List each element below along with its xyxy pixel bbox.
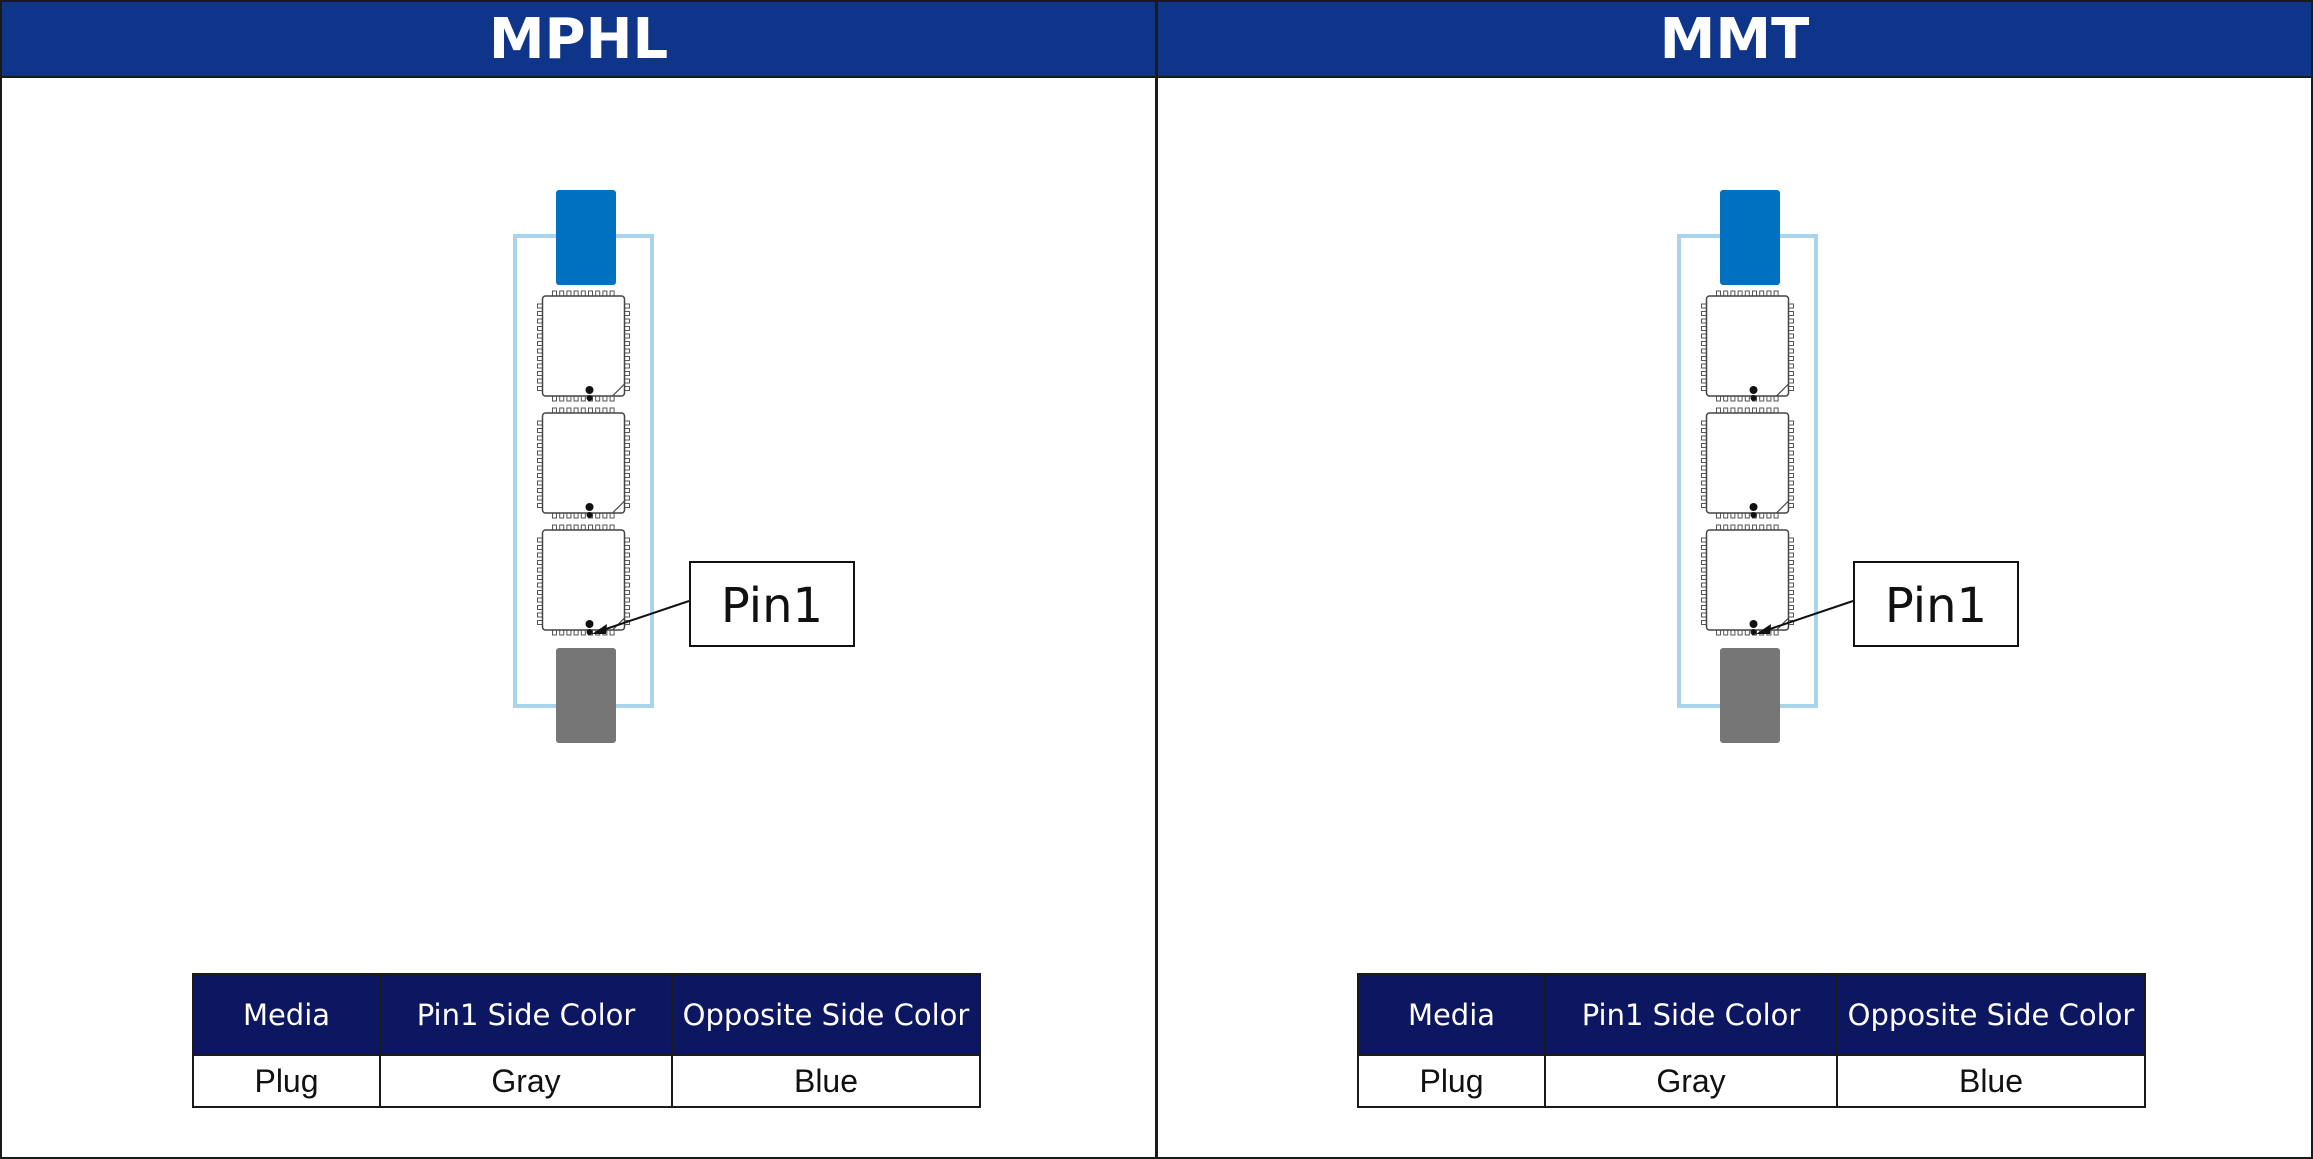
- table-cell: Gray: [1544, 1054, 1838, 1108]
- table-header-cell: Media: [1357, 973, 1546, 1056]
- table-cell: Gray: [379, 1054, 673, 1108]
- chip-stack: [537, 290, 630, 636]
- table-cell: Plug: [192, 1054, 381, 1108]
- pin1-dot-icon: [1749, 503, 1758, 511]
- gray-connector-end: [556, 648, 616, 743]
- pin1-callout-label: Pin1: [721, 578, 823, 634]
- chip-icon: [1701, 524, 1794, 636]
- media-color-table: Media Pin1 Side Color Opposite Side Colo…: [192, 973, 981, 1108]
- panel-mmt: MMT Pin1 Media Pin1 Side Color Opposite …: [1156, 0, 2313, 1159]
- pin1-callout-label: Pin1: [1885, 578, 1987, 634]
- table-row: Plug Gray Blue: [192, 1054, 981, 1108]
- table-header-row: Media Pin1 Side Color Opposite Side Colo…: [192, 973, 981, 1056]
- pin1-dot-icon: [586, 395, 593, 401]
- chip-stack: [1701, 290, 1794, 636]
- gray-connector-end: [1720, 648, 1780, 743]
- media-color-table: Media Pin1 Side Color Opposite Side Colo…: [1357, 973, 2146, 1108]
- pin1-dot-icon: [1749, 620, 1758, 628]
- chip-icon: [1701, 290, 1794, 402]
- table-cell: Blue: [671, 1054, 981, 1108]
- callout-leader: [599, 600, 690, 632]
- table-header-cell: Opposite Side Color: [671, 973, 981, 1056]
- pin1-dot-icon: [585, 386, 594, 394]
- panel-title: MMT: [1158, 2, 2311, 78]
- table-cell: Blue: [1836, 1054, 2146, 1108]
- pin1-dot-icon: [1750, 395, 1757, 401]
- pin1-dot-icon: [585, 503, 594, 511]
- blue-connector-end: [556, 190, 616, 285]
- table-row: Plug Gray Blue: [1357, 1054, 2146, 1108]
- table-header-cell: Opposite Side Color: [1836, 973, 2146, 1056]
- chip-icon: [537, 407, 630, 519]
- panel-title: MPHL: [2, 2, 1155, 78]
- callout-arrowhead: [592, 624, 607, 634]
- pin1-dot-icon: [1750, 512, 1757, 518]
- pin1-dot-icon: [1750, 629, 1757, 635]
- callout-box: [689, 561, 855, 647]
- chip-icon: [537, 290, 630, 402]
- table-header-row: Media Pin1 Side Color Opposite Side Colo…: [1357, 973, 2146, 1056]
- pin1-dot-icon: [585, 620, 594, 628]
- pin1-dot-icon: [1749, 386, 1758, 394]
- panel-mphl: MPHL Pin1 Media Pin1 Side Color Opposite…: [0, 0, 1157, 1159]
- table-header-cell: Media: [192, 973, 381, 1056]
- pin1-dot-icon: [586, 512, 593, 518]
- callout-box: [1853, 561, 2019, 647]
- table-header-cell: Pin1 Side Color: [1544, 973, 1838, 1056]
- chip-icon: [537, 524, 630, 636]
- chip-icon: [1701, 407, 1794, 519]
- blue-connector-end: [1720, 190, 1780, 285]
- callout-leader: [1763, 600, 1854, 632]
- callout-arrowhead: [1756, 624, 1771, 634]
- pin1-dot-icon: [586, 629, 593, 635]
- connector-diagram: Pin1: [513, 190, 855, 743]
- connector-diagram: Pin1: [1677, 190, 2019, 743]
- table-header-cell: Pin1 Side Color: [379, 973, 673, 1056]
- table-cell: Plug: [1357, 1054, 1546, 1108]
